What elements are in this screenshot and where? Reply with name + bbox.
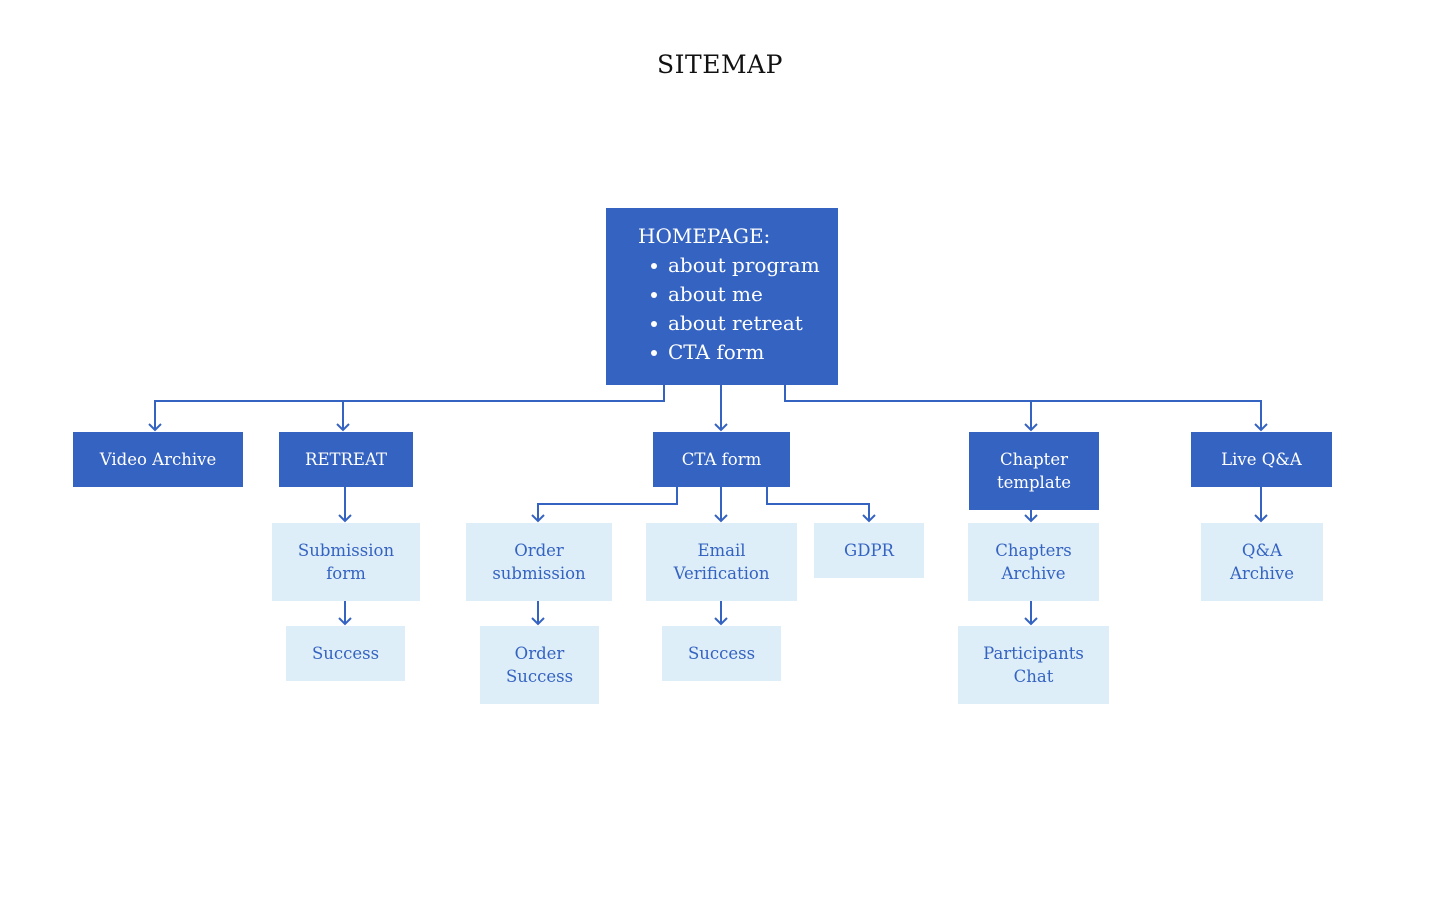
cta-form-node: CTA form xyxy=(653,432,790,487)
qa-archive-node: Q&A Archive xyxy=(1201,523,1323,601)
retreat-success-node: Success xyxy=(286,626,405,681)
retreat-node: RETREAT xyxy=(279,432,413,487)
homepage-label: HOMEPAGE: xyxy=(638,224,771,248)
homepage-sections-list: about program about me about retreat CTA… xyxy=(638,251,838,367)
order-submission-node: Order submission xyxy=(466,523,612,601)
gdpr-node: GDPR xyxy=(814,523,924,578)
live-qa-node: Live Q&A xyxy=(1191,432,1332,487)
order-success-node: Order Success xyxy=(480,626,599,704)
chapter-template-node: Chapter template xyxy=(969,432,1099,510)
submission-form-node: Submission form xyxy=(272,523,420,601)
homepage-section-item: about me xyxy=(651,280,838,309)
email-verification-node: Email Verification xyxy=(646,523,797,601)
homepage-section-item: about program xyxy=(651,251,838,280)
video-archive-node: Video Archive xyxy=(73,432,243,487)
chapters-archive-node: Chapters Archive xyxy=(968,523,1099,601)
page-title: SITEMAP xyxy=(657,50,783,79)
email-success-node: Success xyxy=(662,626,781,681)
participants-chat-node: Participants Chat xyxy=(958,626,1109,704)
homepage-node: HOMEPAGE: about program about me about r… xyxy=(606,208,838,385)
homepage-section-item: about retreat xyxy=(651,309,838,338)
homepage-section-item: CTA form xyxy=(651,338,838,367)
